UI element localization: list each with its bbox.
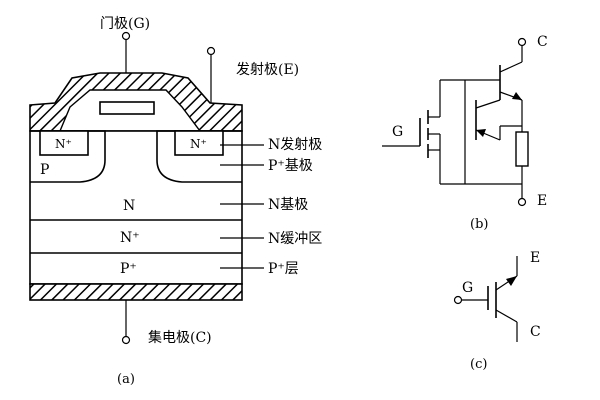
collector-metal <box>29 283 243 301</box>
collector-terminal <box>121 335 131 345</box>
p-region-label: P <box>40 162 49 178</box>
e-label-c: E <box>530 250 540 266</box>
emitter-label: 发射极(E) <box>236 62 299 78</box>
p-plus-layer-label: P⁺ <box>120 261 137 277</box>
n-plus-emitter-left <box>39 130 89 156</box>
resistor <box>515 131 529 167</box>
c-terminal-b <box>517 37 527 47</box>
gate-label: 门极(G) <box>100 16 150 32</box>
emitter-terminal <box>206 46 216 56</box>
figure-a-cross-section: 门极(G) 发射极(E) N⁺ N⁺ P N N⁺ P⁺ <box>29 16 322 387</box>
callout-n-base: N基极 <box>268 196 308 213</box>
upper-emitter-arrow <box>512 92 522 100</box>
caption-a: (a) <box>117 372 135 387</box>
caption-b: (b) <box>470 217 488 232</box>
n-buffer-label: N⁺ <box>120 230 140 246</box>
collector-label: 集电极(C) <box>148 329 212 346</box>
lower-emitter-arrow <box>476 129 486 137</box>
g-terminal-c <box>453 295 463 305</box>
caption-c: (c) <box>470 357 487 372</box>
g-label-b: G <box>392 124 403 140</box>
figure-b-equivalent-circuit: C G E <box>382 34 548 232</box>
callout-n-buffer: N缓冲区 <box>268 231 322 247</box>
n-base-label: N <box>123 198 135 214</box>
lower-collector-edge <box>475 99 501 109</box>
callout-n-emitter: N发射极 <box>268 137 322 153</box>
silicon-body <box>29 130 243 285</box>
figure-c-symbol: E G C (c) <box>453 250 541 372</box>
g-label-c: G <box>462 280 473 296</box>
emitter-arrow-c <box>506 276 517 286</box>
n-plus-left-label: N⁺ <box>55 137 72 151</box>
gate-poly <box>99 101 155 115</box>
c-label-c: C <box>530 324 541 340</box>
e-terminal-b <box>517 197 527 207</box>
gate-terminal <box>121 31 131 41</box>
collector-edge-c <box>495 309 518 323</box>
callout-p-layer: P⁺层 <box>268 261 299 277</box>
p-well-left <box>30 130 106 183</box>
pnp-collector-edge <box>499 61 523 73</box>
c-label-b: C <box>537 34 548 50</box>
e-label-b: E <box>537 193 547 209</box>
callout-p-base: P⁺基极 <box>268 157 313 174</box>
p-well-right <box>156 130 242 183</box>
n-plus-right-label: N⁺ <box>190 137 207 151</box>
n-plus-emitter-right <box>174 130 224 156</box>
